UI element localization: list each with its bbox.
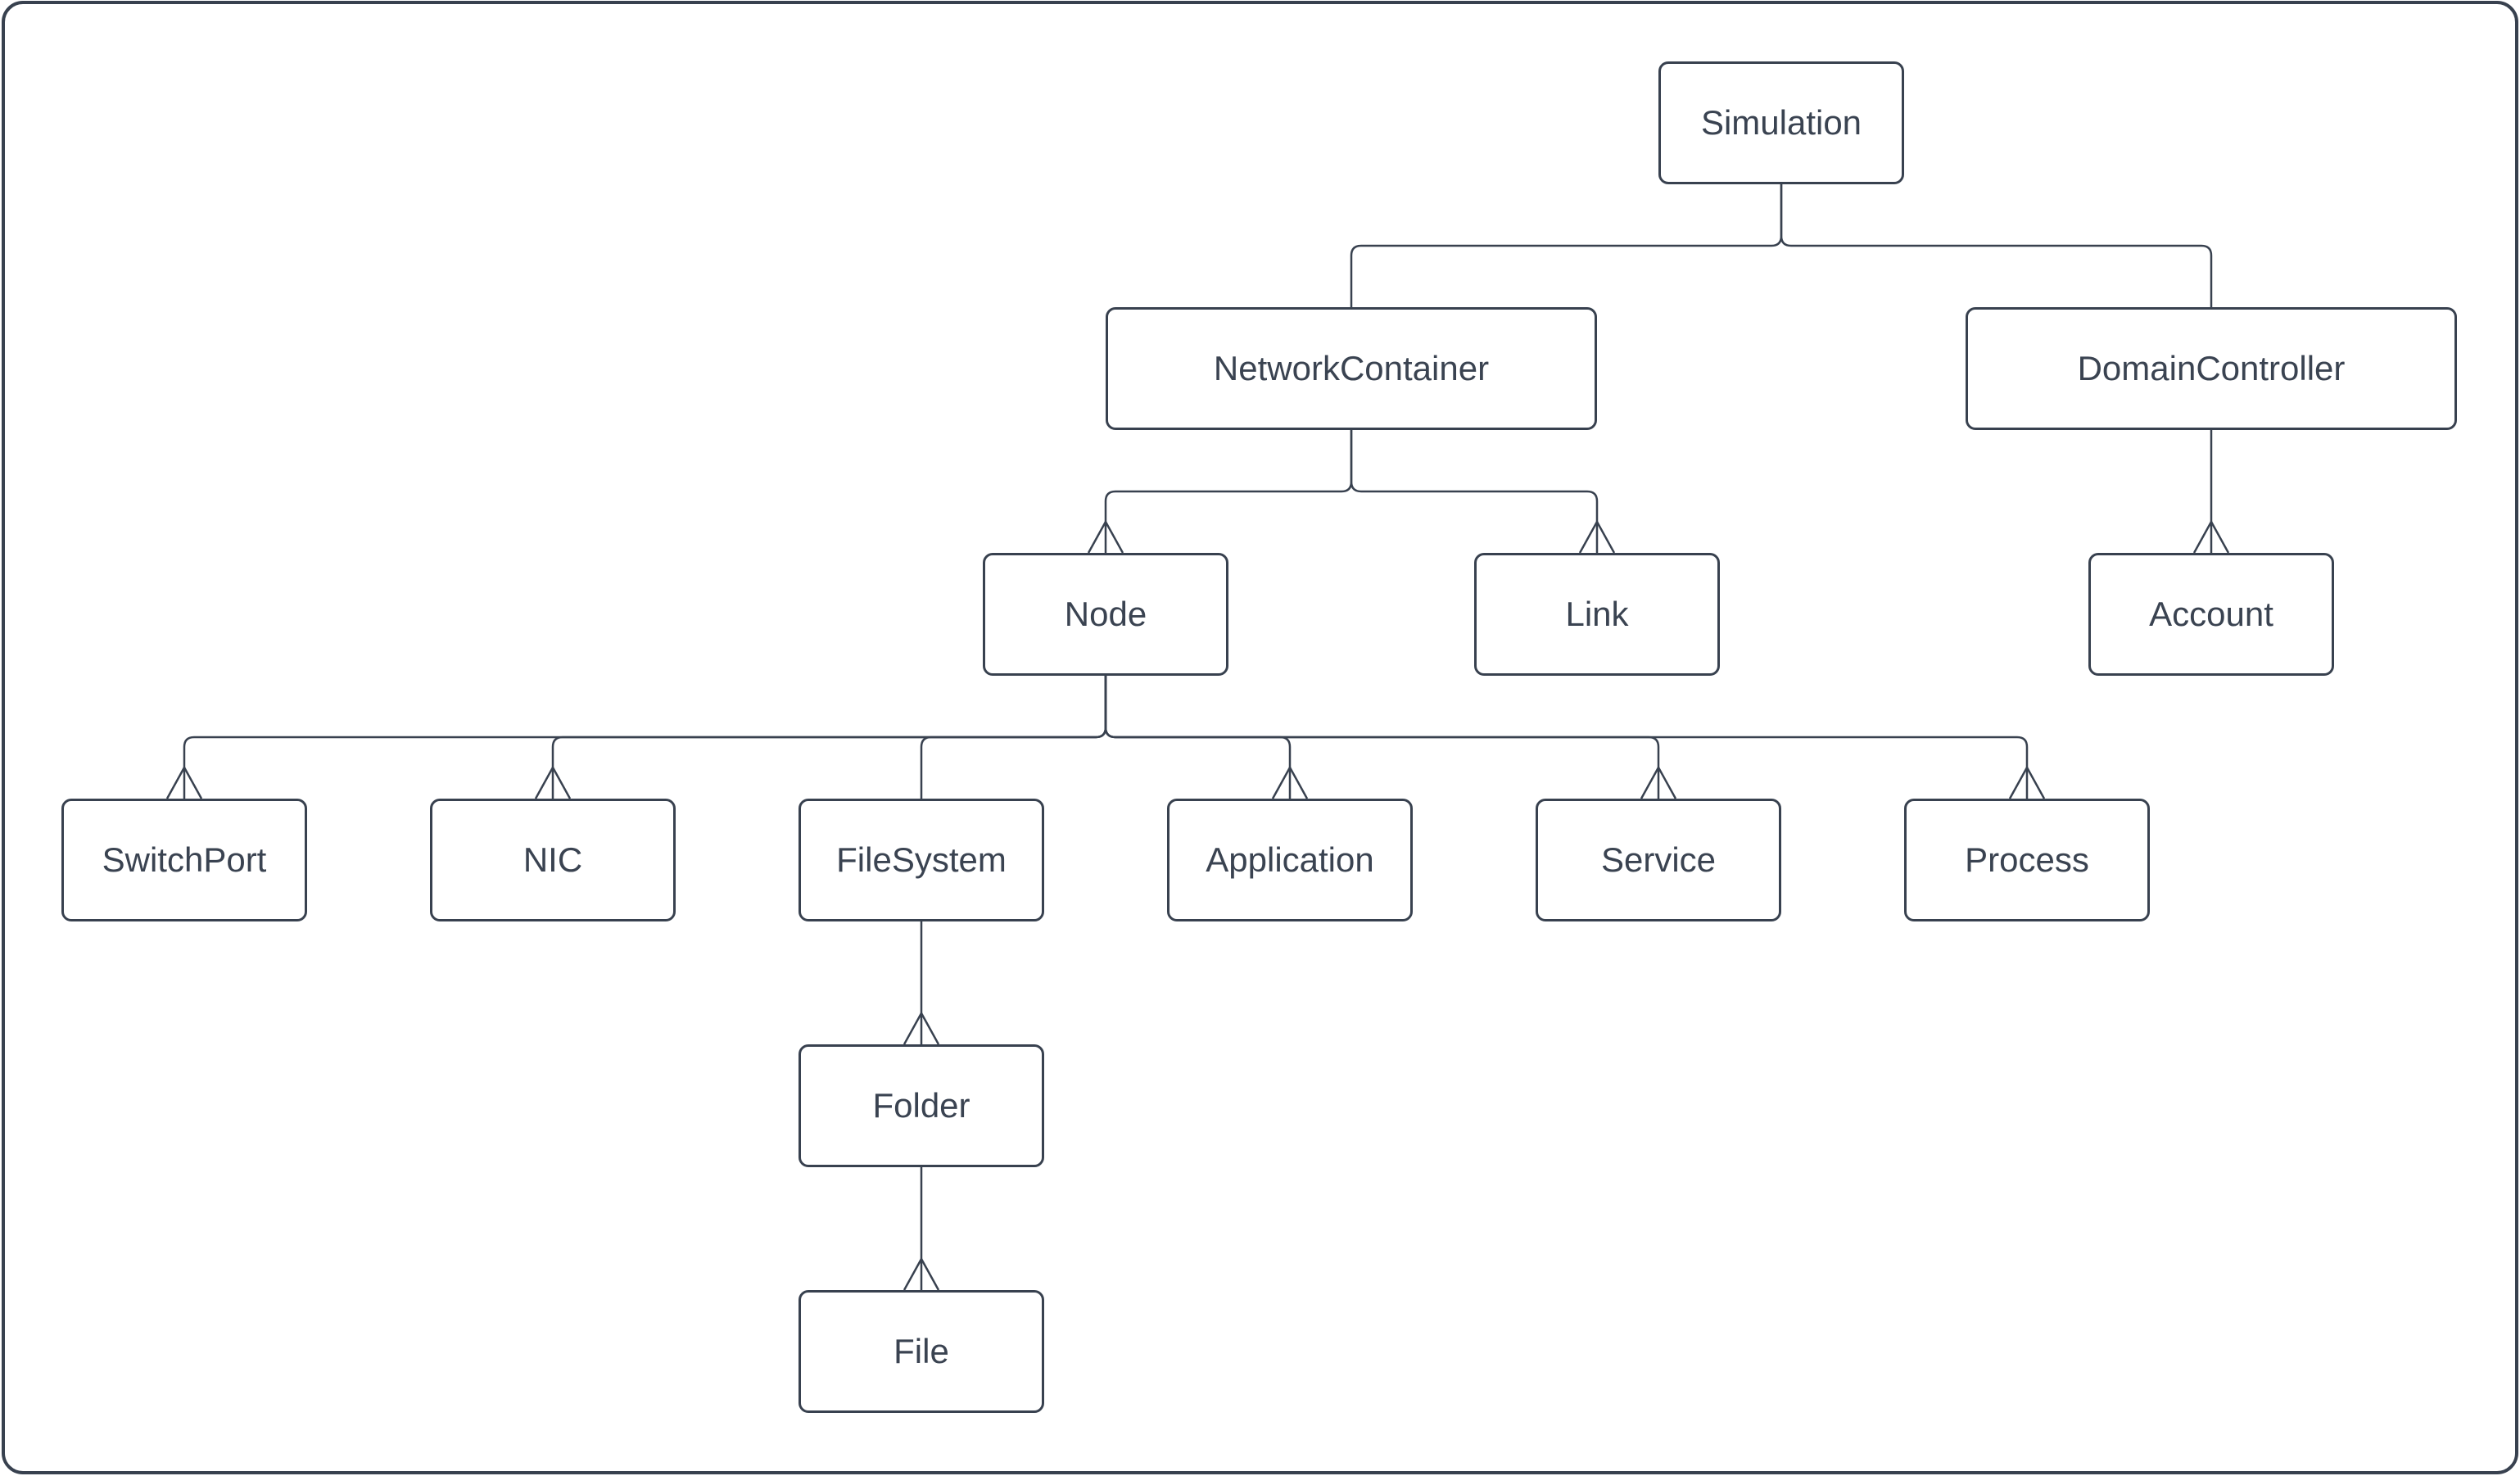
edge-node-to-filesystem [920,676,1107,799]
arrowhead-folder-icon [903,1011,940,1045]
shape-folder-label: Folder [872,1085,970,1125]
arrowhead-nic-icon [534,765,572,799]
edge-networkcontainer-to-node [1104,430,1353,553]
shape-switch-port[interactable]: SwitchPort [61,799,307,921]
shape-nic-label: NIC [523,840,583,879]
shape-domain-controller[interactable]: DomainController [1966,307,2457,430]
shape-process-label: Process [1965,840,2089,879]
edge-node-to-process [1104,676,2029,799]
shape-link-label: Link [1565,594,1629,633]
shape-simulation-label: Simulation [1700,102,1862,142]
shape-application-label: Application [1206,840,1374,879]
shape-account[interactable]: Account [2088,553,2334,676]
shape-node[interactable]: Node [983,553,1228,676]
shape-network-container[interactable]: NetworkContainer [1106,307,1597,430]
shape-file-system[interactable]: FileSystem [799,799,1044,921]
shape-service[interactable]: Service [1536,799,1781,921]
shape-switch-port-label: SwitchPort [102,840,267,879]
arrowhead-account-icon [2192,519,2230,554]
arrowhead-process-icon [2008,765,2046,799]
arrowhead-link-icon [1578,519,1616,554]
shape-domain-controller-label: DomainController [2077,348,2346,387]
arrowhead-file-icon [903,1256,940,1291]
shape-network-container-label: NetworkContainer [1213,348,1490,387]
shape-link[interactable]: Link [1474,553,1720,676]
shape-file-system-label: FileSystem [836,840,1007,879]
shape-file-label: File [894,1331,949,1370]
edge-simulation-to-domaincontroller [1780,184,2213,307]
arrowhead-service-icon [1640,765,1677,799]
shape-nic[interactable]: NIC [430,799,676,921]
shape-service-label: Service [1600,840,1717,879]
shape-process[interactable]: Process [1904,799,2150,921]
shape-node-label: Node [1064,594,1147,633]
shape-file[interactable]: File [799,1290,1044,1413]
edge-simulation-to-networkcontainer [1350,184,1783,307]
shape-folder[interactable]: Folder [799,1044,1044,1167]
shape-application[interactable]: Application [1167,799,1413,921]
arrowhead-node-icon [1087,519,1124,554]
edge-networkcontainer-to-link [1350,430,1599,553]
arrowhead-switchport-icon [165,765,203,799]
arrowhead-application-icon [1271,765,1309,799]
shape-simulation[interactable]: Simulation [1658,61,1904,184]
shape-account-label: Account [2149,594,2273,633]
